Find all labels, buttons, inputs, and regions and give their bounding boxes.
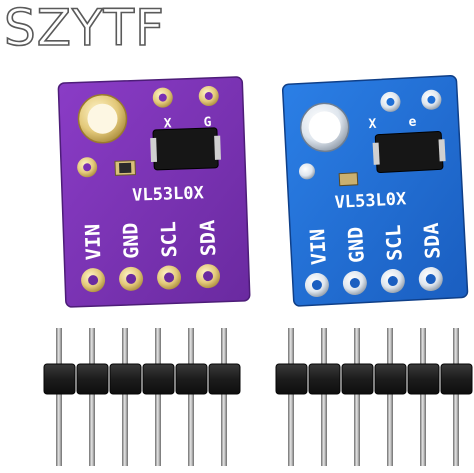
model-label: VL53L0X	[334, 189, 407, 213]
pin-label-vin: VIN	[305, 228, 331, 265]
corner-label-x: X	[368, 117, 377, 132]
purple-board: X G VL53L0X VIN GND SCL SDA	[57, 76, 251, 308]
header-pin	[122, 328, 128, 466]
corner-label-e: e	[408, 115, 417, 130]
pin-label-gnd: GND	[118, 222, 143, 259]
header-spacer	[407, 363, 440, 395]
header-spacer	[208, 363, 241, 395]
header-spacer	[374, 363, 407, 395]
header-pin	[56, 328, 62, 466]
pin-header	[275, 328, 473, 466]
corner-label-g: G	[203, 115, 212, 130]
pin-label-gnd: GND	[343, 226, 369, 263]
bottom-pads	[304, 267, 443, 298]
header-spacer	[109, 363, 142, 395]
corner-label-x: X	[163, 116, 172, 131]
header-pin	[453, 328, 459, 466]
header-pin	[387, 328, 393, 466]
header-pin	[354, 328, 360, 466]
header-spacer	[308, 363, 341, 395]
header-pin	[155, 328, 161, 466]
header-spacer	[175, 363, 208, 395]
header-pin	[321, 328, 327, 466]
header-spacer	[43, 363, 76, 395]
header-spacer	[142, 363, 175, 395]
header-spacer	[275, 363, 308, 395]
header-pin	[89, 328, 95, 466]
header-pin	[288, 328, 294, 466]
pin-header	[43, 328, 241, 466]
blue-board: X e VL53L0X VIN GND SCL SDA	[281, 74, 469, 307]
pin-headers	[43, 328, 473, 466]
pin-label-sda: SDA	[195, 220, 220, 257]
pin-label-scl: SCL	[156, 221, 181, 258]
pin-label-vin: VIN	[80, 224, 105, 261]
header-spacer	[341, 363, 374, 395]
bottom-pads	[81, 264, 221, 293]
header-pin	[188, 328, 194, 466]
header-spacer	[440, 363, 473, 395]
model-label: VL53L0X	[132, 183, 205, 206]
pin-label-scl: SCL	[381, 224, 407, 261]
pin-label-sda: SDA	[419, 222, 445, 259]
brand-watermark: SZYTF	[3, 0, 165, 57]
header-pin	[420, 328, 426, 466]
header-spacer	[76, 363, 109, 395]
header-pin	[221, 328, 227, 466]
